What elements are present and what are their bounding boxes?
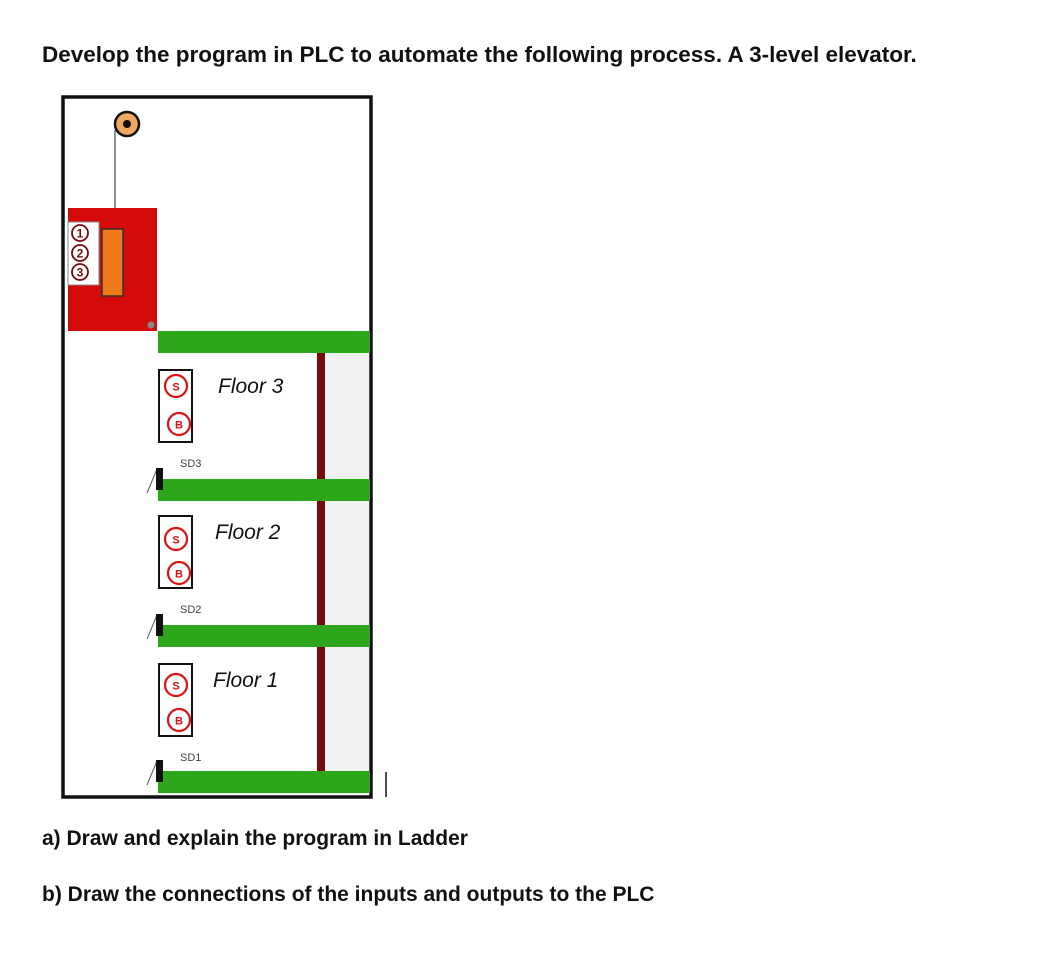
floor-1-slab [158,771,370,793]
floor-3-call-panel: S B [158,369,193,443]
floor-2-label: Floor 2 [215,521,281,544]
guide-rail-2 [317,501,325,625]
cab-button-3: 3 [71,263,89,281]
sensor-sd2-icon [146,614,163,640]
floor-3-label: Floor 3 [218,375,284,398]
cab-roller [147,321,155,329]
landing-zone [326,352,369,772]
cab-button-2-label: 2 [77,247,84,261]
floor-1-call-panel: S B [158,663,193,737]
cab-button-1: 1 [71,224,89,242]
sensor-sd1-label: SD1 [180,752,201,764]
cab-door [101,228,124,297]
floor-2-up-label: S [172,535,179,547]
question-b: b) Draw the connections of the inputs an… [42,883,655,906]
floor-3-up-label: S [172,382,179,394]
question-a: a) Draw and explain the program in Ladde… [42,827,468,850]
pulley-axle [123,120,131,128]
floor-3-down-label: B [175,420,183,432]
floor-1-down-label: B [175,716,183,728]
sensor-sd3-icon [146,468,163,494]
problem-title: Develop the program in PLC to automate t… [42,42,917,67]
floor-1-up-label: S [172,681,179,693]
cab-button-1-label: 1 [77,227,84,241]
guide-rail-3 [317,353,325,479]
sensor-sd2-label: SD2 [180,604,201,616]
sensor-sd3-label: SD3 [180,458,201,470]
guide-rail-1 [317,647,325,771]
floor-1-label: Floor 1 [213,669,278,692]
floor-2-call-panel: S B [158,515,193,589]
floor-3-down-button [166,411,192,437]
floor-1-up-button [163,672,189,698]
floor-2-up-button [163,526,189,552]
floor-3-slab-top [158,331,370,353]
floor-2-slab [158,625,370,647]
floor-2-down-label: B [175,569,183,581]
cab-button-3-label: 3 [77,266,84,280]
floor-2-down-button [166,560,192,586]
cab-button-2: 2 [71,244,89,262]
floor-3-up-button [163,373,189,399]
floor-1-down-button [166,707,192,733]
sensor-sd1-icon [146,760,163,786]
floor-3-slab [158,479,370,501]
